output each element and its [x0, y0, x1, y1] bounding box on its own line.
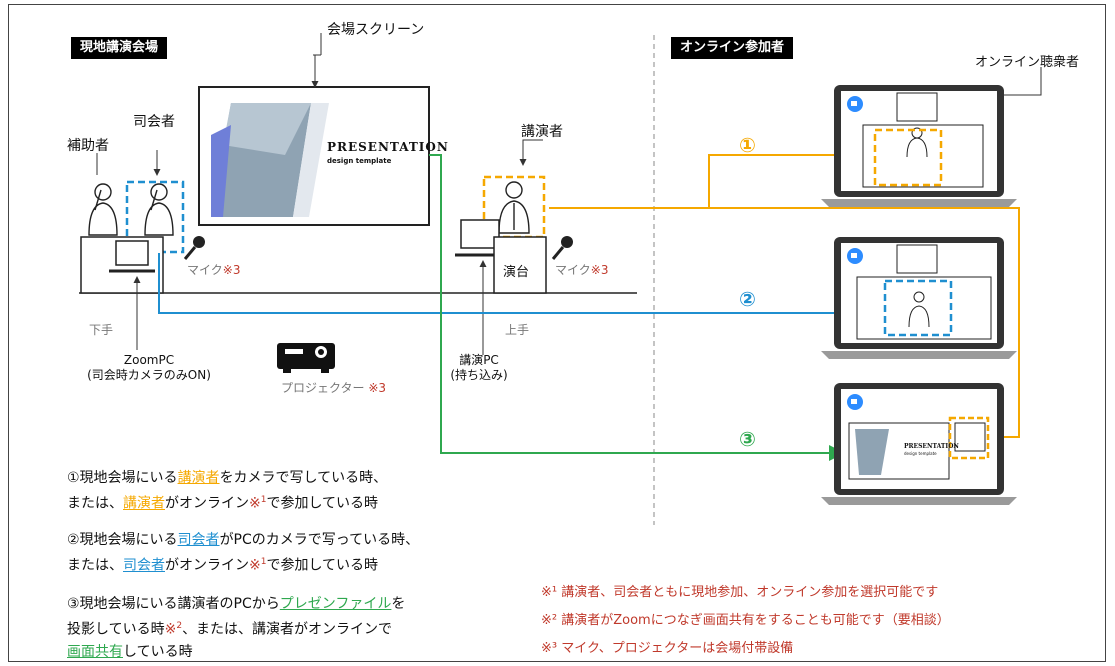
- speaker-pc-label: 講演PC(持ち込み): [450, 353, 508, 382]
- mic-label-right: マイク※3: [555, 263, 609, 277]
- laptop-3: [821, 383, 1017, 505]
- connection-line-3: [429, 154, 845, 461]
- note-2: ②現地会場にいる司会者がPCのカメラで写っている時、 または、司会者がオンライン…: [67, 532, 420, 574]
- online-audience-label: オンライン聴衆者: [975, 55, 1080, 70]
- speaker-person: [498, 181, 530, 234]
- zoom-pc: [109, 240, 155, 273]
- stage-left-label: 下手: [89, 323, 114, 337]
- speaker-label: 講演者: [521, 124, 563, 140]
- laptop-2: [821, 237, 1017, 359]
- marker-3: ③: [739, 427, 756, 451]
- connection-line-1: [549, 147, 851, 209]
- podium-label: 演台: [503, 265, 530, 280]
- projector-label: プロジェクター ※3: [281, 381, 387, 395]
- diagram-graphics: [79, 33, 1042, 525]
- stage-right-label: 上手: [505, 323, 530, 337]
- footnote-2: ※² 講演者がZoomにつなぎ画面共有をすることも可能です（要相談）: [541, 613, 950, 628]
- connection-line-2: [158, 253, 861, 321]
- marker-2: ②: [739, 287, 756, 311]
- mic-label-left: マイク※3: [187, 263, 241, 277]
- online-tag: オンライン参加者: [671, 37, 794, 59]
- podium: [493, 236, 547, 294]
- venue-tag: 現地講演会場: [71, 37, 168, 59]
- zoom-pc-label: ZoomPC(司会時カメラのみON): [87, 353, 211, 382]
- screen-slide-title: PRESENTATION: [327, 140, 449, 154]
- mc-label: 司会者: [133, 114, 175, 130]
- note-1: ①現地会場にいる講演者をカメラで写している時、 または、講演者がオンライン※1で…: [67, 470, 388, 512]
- screen-label: 会場スクリーン: [327, 22, 425, 38]
- laptop-1: [821, 85, 1017, 207]
- marker-1: ①: [739, 133, 756, 157]
- note-3: ③現地会場にいる講演者のPCからプレゼンファイルを 投影している時※2、または、…: [67, 596, 406, 660]
- helper-label: 補助者: [67, 138, 109, 154]
- screen-slide-sub: design template: [327, 157, 392, 165]
- footnote-3: ※³ マイク、プロジェクターは会場付帯設備: [541, 641, 794, 656]
- projector: [277, 343, 335, 373]
- helper-person: [88, 183, 118, 236]
- mc-person: [144, 183, 174, 236]
- footnote-1: ※¹ 講演者、司会者ともに現地参加、オンライン参加を選択可能です: [541, 585, 939, 600]
- diagram-frame: 現地講演会場 オンライン参加者 会場スクリーン PRESENTATION des…: [8, 4, 1106, 662]
- laptop3-slide-title: PRESENTATION: [904, 443, 959, 450]
- mic-right: [551, 236, 573, 260]
- laptop3-slide-sub: design template: [904, 451, 937, 456]
- mic-left: [183, 236, 205, 260]
- venue-screen: [198, 86, 430, 226]
